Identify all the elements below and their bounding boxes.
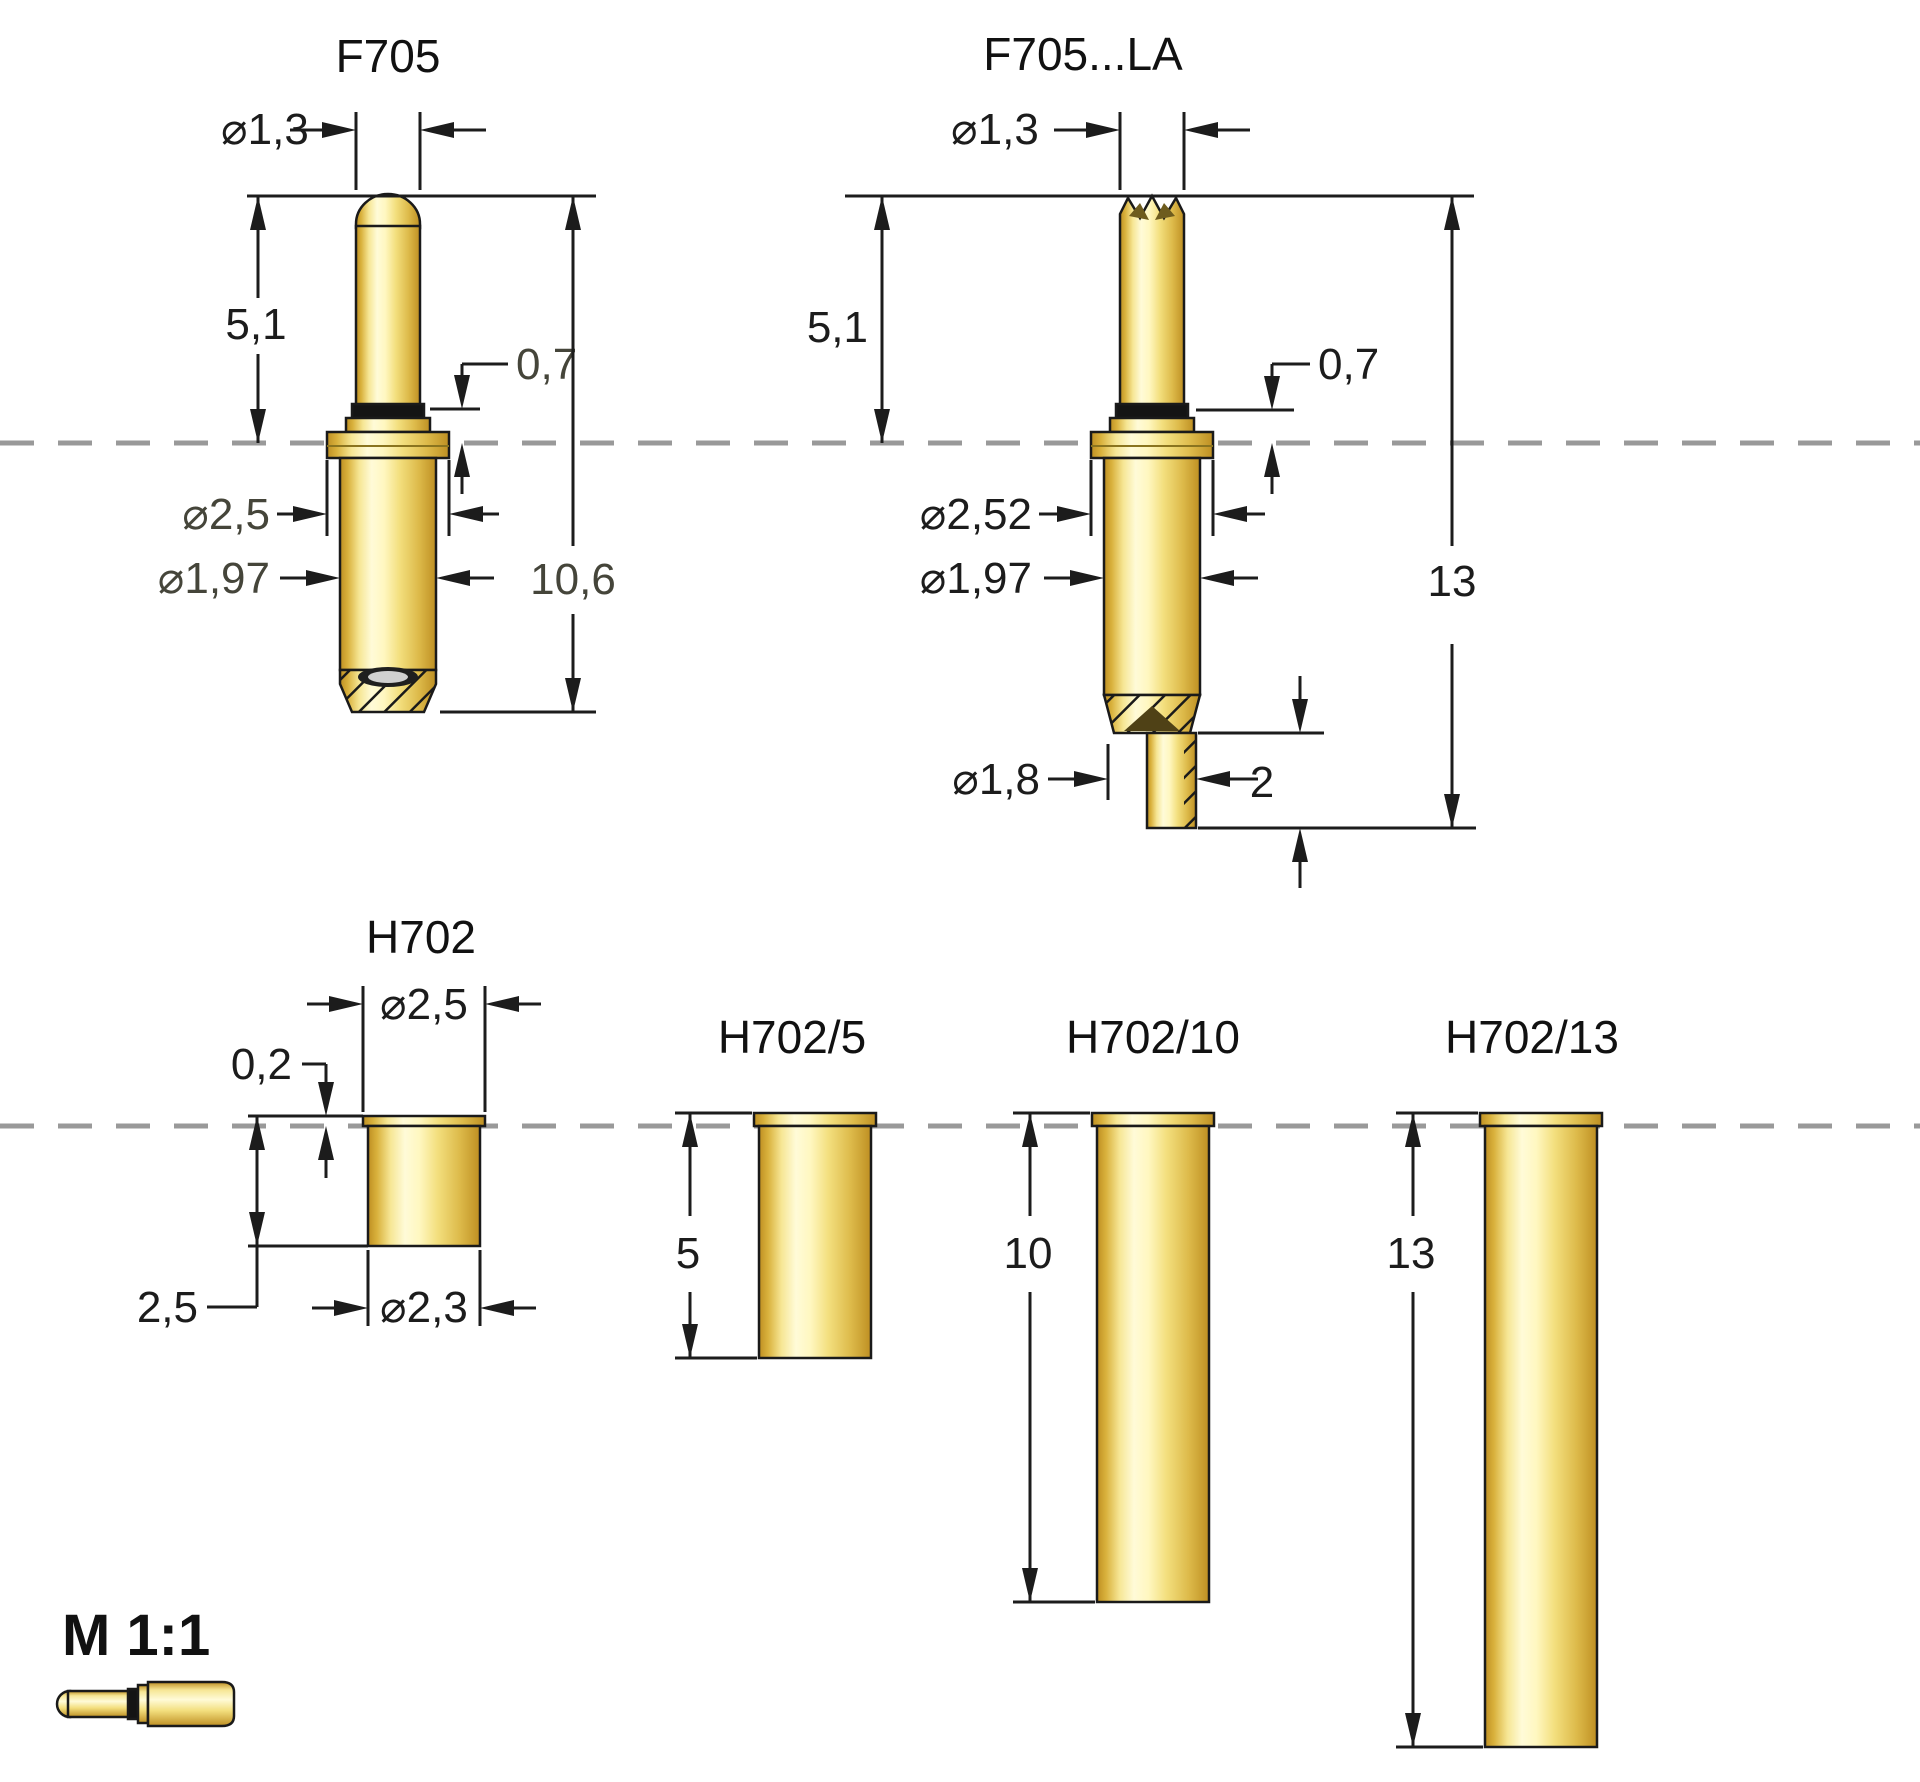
- dims-f705: ⌀1,3 5,1 0,7 ⌀2,5 ⌀1,97 10,6: [158, 105, 616, 714]
- m11-barrel: [146, 1680, 236, 1728]
- dim-h702-13-length: 13: [1387, 1229, 1436, 1278]
- dims-h702-10: 10: [1004, 1111, 1095, 1604]
- dim-f705la-exposed-length: 5,1: [807, 303, 868, 352]
- h702-5-rim: [752, 1111, 878, 1128]
- h702-rim: [361, 1114, 487, 1128]
- dim-f705-collar-height: 0,7: [516, 340, 577, 389]
- dim-f705-flange-diameter: ⌀2,5: [182, 490, 270, 539]
- dim-h702-10-length: 10: [1004, 1229, 1053, 1278]
- part-title-f705-la: F705...LA: [983, 28, 1183, 80]
- receptacle-h702-drawing: [361, 1114, 487, 1248]
- f705la-barrel: [1102, 456, 1202, 697]
- m11-seal-ring: [126, 1687, 140, 1721]
- receptacle-h702-10-drawing: [1090, 1111, 1216, 1604]
- h702-10-rim: [1090, 1111, 1216, 1128]
- receptacle-h702-5-drawing: [752, 1111, 878, 1360]
- dim-f705la-flange-diameter: ⌀2,52: [920, 490, 1032, 539]
- dim-f705la-collar-height: 0,7: [1318, 340, 1379, 389]
- part-title-f705: F705: [336, 30, 441, 82]
- h702-10-body: [1095, 1124, 1211, 1604]
- dim-f705-tip-diameter: ⌀1,3: [221, 105, 309, 154]
- f705-end-hole: [368, 671, 408, 683]
- part-title-h702: H702: [366, 911, 476, 963]
- f705la-crown-shadow-left: [1129, 203, 1149, 220]
- f705la-tail-hatch: [1184, 733, 1196, 828]
- dim-h702-outer-diameter: ⌀2,5: [380, 980, 468, 1029]
- h702-5-body: [757, 1124, 873, 1360]
- actual-size-probe-drawing: [55, 1680, 236, 1728]
- f705-seal-ring: [350, 402, 426, 420]
- dim-f705-barrel-diameter: ⌀1,97: [158, 554, 270, 603]
- f705la-crown-shadow-right: [1155, 203, 1175, 220]
- dim-h702-5-length: 5: [676, 1229, 700, 1278]
- probe-f705-la-drawing: [1089, 193, 1215, 830]
- dim-f705la-tip-diameter: ⌀1,3: [951, 105, 1039, 154]
- dim-h702-rim-height: 0,2: [231, 1040, 292, 1089]
- m11-collar: [136, 1683, 150, 1725]
- f705la-inner-cone: [1124, 706, 1180, 731]
- part-title-h702-5: H702/5: [718, 1011, 866, 1063]
- m11-plunger: [66, 1689, 132, 1719]
- dim-f705la-overall-length: 13: [1428, 557, 1477, 606]
- probe-f705-drawing: [325, 192, 451, 714]
- f705-barrel: [338, 456, 438, 672]
- dims-f705-la: ⌀1,3 5,1 0,7 ⌀2,52 ⌀1,97 13 ⌀1,8: [807, 105, 1477, 888]
- h702-13-body: [1483, 1124, 1599, 1749]
- scale-label: M 1:1: [62, 1603, 210, 1668]
- receptacle-h702-13-drawing: [1478, 1111, 1604, 1749]
- f705la-crown-plunger: [1118, 193, 1186, 412]
- h702-13-rim: [1478, 1111, 1604, 1128]
- dim-f705-exposed-length: 5,1: [225, 300, 286, 349]
- f705-tip-dome: [354, 192, 422, 230]
- dim-h702-length: 2,5: [137, 1283, 198, 1332]
- dim-f705la-barrel-diameter: ⌀1,97: [920, 554, 1032, 603]
- f705la-seal-ring: [1114, 402, 1190, 420]
- dims-h702: ⌀2,5 0,2 2,5 ⌀2,3: [137, 980, 541, 1332]
- dim-h702-body-diameter: ⌀2,3: [380, 1283, 468, 1332]
- dims-h702-5: 5: [675, 1111, 757, 1360]
- h702-body: [366, 1124, 482, 1248]
- part-title-h702-13: H702/13: [1445, 1011, 1619, 1063]
- dim-f705-overall-length: 10,6: [530, 555, 616, 604]
- dim-f705la-tail-diameter: ⌀1,8: [952, 755, 1040, 804]
- part-title-h702-10: H702/10: [1066, 1011, 1240, 1063]
- f705-plunger: [354, 224, 422, 410]
- f705-collar: [344, 416, 432, 434]
- dim-f705la-tail-length: 2: [1250, 758, 1274, 807]
- dims-h702-13: 13: [1387, 1111, 1483, 1749]
- f705la-collar: [1108, 416, 1196, 434]
